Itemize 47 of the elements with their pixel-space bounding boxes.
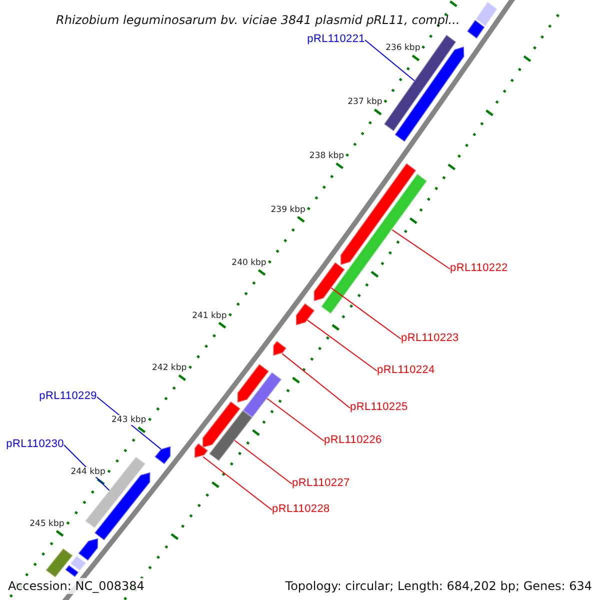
gene-feature: [340, 162, 418, 266]
gene-bar: [44, 547, 74, 578]
gene-bar: [208, 409, 254, 462]
scale-label: 237 kbp: [346, 97, 384, 108]
gene-feature: [272, 340, 288, 357]
gene-bar: [241, 371, 283, 420]
gene-label: pRL110223: [401, 332, 459, 345]
gene-bar: [474, 0, 498, 28]
scale-label: 239 kbp: [270, 204, 306, 215]
leader-line: [364, 40, 415, 82]
gene-feature: [295, 302, 316, 326]
gene-bar: [382, 34, 458, 132]
gene-label: pRL110227: [292, 477, 350, 490]
gene-bar: [69, 554, 88, 572]
scale-label: 243 kbp: [110, 415, 148, 426]
gene-label: pRL110224: [377, 364, 435, 377]
gene-label: pRL110225: [350, 401, 408, 414]
scale-label: 241 kbp: [191, 310, 228, 321]
gene-feature: [77, 537, 99, 562]
scale-label: 236 kbp: [384, 43, 422, 54]
gene-label: pRL110228: [272, 503, 330, 516]
gene-bar: [320, 172, 428, 315]
leader-line: [392, 229, 450, 270]
topology-text: Topology: circular; Length: 684,202 bp; Genes: 634: [283, 578, 594, 594]
leader-line: [282, 353, 350, 408]
gene-bar: [466, 18, 486, 40]
gene-feature: [313, 261, 346, 302]
scale-label: 240 kbp: [230, 258, 268, 268]
leader-line: [202, 456, 272, 510]
leader-line: [330, 287, 402, 340]
accession-text: Accession: NC_008384: [6, 578, 146, 594]
leader-line: [306, 320, 378, 372]
gene-feature: [236, 362, 270, 404]
leader-line: [266, 398, 324, 442]
gene-feature: [202, 400, 242, 449]
leader-line: [234, 440, 292, 484]
scale-label: 238 kbp: [308, 151, 346, 162]
gene-label: pRL110230: [6, 438, 64, 451]
gene-label: pRL110229: [39, 390, 97, 403]
map-title: Rhizobium leguminosarum bv. viciae 3841 plasmid pRL11, compl...: [56, 13, 460, 27]
gene-feature: [154, 445, 172, 466]
gene-label: pRL110222: [450, 262, 508, 275]
gene-label: pRL110226: [324, 434, 382, 447]
scale-label: 242 kbp: [151, 363, 188, 374]
gene-label: pRL110221: [307, 33, 365, 46]
scale-label: 244 kbp: [70, 467, 106, 478]
scale-label: 245 kbp: [28, 518, 66, 529]
